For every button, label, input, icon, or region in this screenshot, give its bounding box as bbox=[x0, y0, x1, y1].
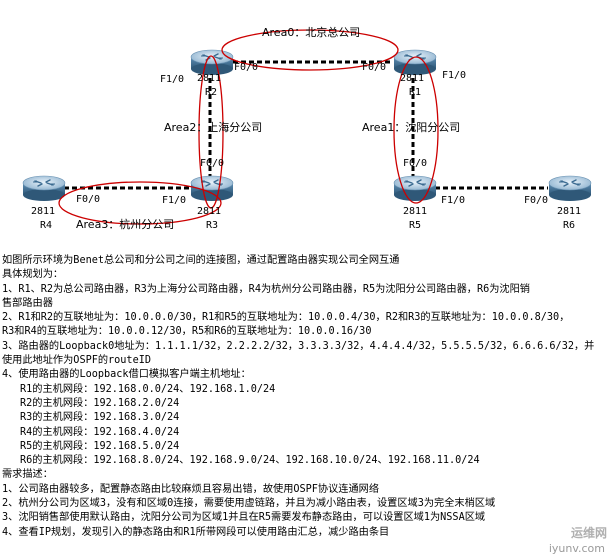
plan-item-2b: R3和R4的互联地址为：10.0.0.12/30，R5和R6的互联地址为：10.… bbox=[2, 326, 372, 338]
area-ellipses bbox=[58, 29, 439, 225]
requirement-2: 2、杭州分公司为区域3，没有和区域0连接，需要使用虚链路，并且为减小路由表，设置… bbox=[2, 498, 496, 510]
area0-ellipse bbox=[221, 29, 399, 71]
area1-label: Area1：沈阳分公司 bbox=[362, 120, 460, 134]
requirement-3: 3、沈阳销售部使用默认路由，沈阳分公司为区域1并且在R5需要发布静态路由，可以设… bbox=[2, 512, 486, 524]
r6-f00-label: F0/0 bbox=[524, 195, 548, 206]
r5-name: R5 bbox=[409, 220, 421, 231]
r1-model: 2811 bbox=[400, 73, 424, 84]
area2-ellipse bbox=[198, 55, 224, 209]
network-topology-diagram: 2811 R2 2811 R1 2811 R3 2811 R4 2811 R5 … bbox=[22, 25, 592, 231]
description-text: 如图所示环境为Benet总公司和分公司之间的连接图，通过配置路由器实现公司全网互… bbox=[2, 254, 610, 540]
plan-title: 具体规划为： bbox=[2, 269, 64, 281]
r5-model: 2811 bbox=[403, 206, 427, 217]
plan-item-1b: 售部路由器 bbox=[2, 297, 53, 309]
r4-f00-label: F0/0 bbox=[76, 194, 100, 205]
requirements-title: 需求描述： bbox=[2, 469, 53, 481]
host-net-r5: R5的主机网段：192.168.5.0/24 bbox=[20, 440, 180, 452]
r6-model: 2811 bbox=[557, 206, 581, 217]
r5-f00-label: F0/0 bbox=[403, 158, 427, 169]
r3-name: R3 bbox=[206, 220, 218, 231]
links bbox=[64, 60, 548, 190]
r2-model: 2811 bbox=[197, 73, 221, 84]
requirement-1: 1、公司路由器较多，配置静态路由比较麻烦且容易出错，故使用OSPF协议连通网络 bbox=[2, 483, 380, 495]
host-net-r1: R1的主机网段：192.168.0.0/24、192.168.1.0/24 bbox=[20, 383, 276, 395]
intro-line: 如图所示环境为Benet总公司和分公司之间的连接图，通过配置路由器实现公司全网互… bbox=[2, 255, 400, 266]
area2-label: Area2：上海分公司 bbox=[164, 120, 262, 134]
plan-item-4: 4、使用路由器的Loopback借口模拟客户端主机地址： bbox=[2, 369, 251, 381]
area0-label: Area0：北京总公司 bbox=[262, 25, 360, 39]
r2-name: R2 bbox=[205, 87, 217, 98]
r2-f10-label: F1/0 bbox=[160, 74, 184, 85]
host-net-r4: R4的主机网段：192.168.4.0/24 bbox=[20, 426, 180, 438]
area1-ellipse bbox=[393, 56, 439, 204]
r1-f10-label: F1/0 bbox=[442, 70, 466, 81]
r1-f00-label: F0/0 bbox=[362, 62, 386, 73]
plan-item-3b: 使用此地址作为OSPF的routeID bbox=[2, 355, 151, 367]
plan-item-2a: 2、R1和R2的互联地址为：10.0.0.0/30，R1和R5的互联地址为：10… bbox=[2, 312, 570, 324]
r3-model: 2811 bbox=[197, 206, 221, 217]
requirement-4: 4、查看IP规划，发现引入的静态路由和R1所带网段可以使用路由汇总，减少路由条目 bbox=[2, 526, 390, 538]
watermark-brand: 运维网 bbox=[570, 526, 607, 540]
r4-name: R4 bbox=[40, 220, 52, 231]
router-r4 bbox=[22, 175, 66, 202]
watermark-url: iyunv.com bbox=[548, 542, 605, 555]
area3-label: Area3：杭州分公司 bbox=[76, 217, 174, 231]
r3-f00-label: F0/0 bbox=[200, 158, 224, 169]
plan-item-3a: 3、路由器的Loopback0地址为：1.1.1.1/32，2.2.2.2/32… bbox=[2, 340, 595, 352]
host-net-r6: R6的主机网段：192.168.8.0/24、192.168.9.0/24、19… bbox=[20, 455, 480, 467]
r1-name: R1 bbox=[409, 87, 421, 98]
r4-model: 2811 bbox=[31, 206, 55, 217]
router-r2 bbox=[190, 49, 234, 76]
host-net-r2: R2的主机网段：192.168.2.0/24 bbox=[20, 397, 180, 409]
host-net-r3: R3的主机网段：192.168.3.0/24 bbox=[20, 412, 180, 424]
area3-ellipse bbox=[58, 181, 222, 225]
r6-name: R6 bbox=[563, 220, 575, 231]
r2-f00-label: F0/0 bbox=[234, 62, 258, 73]
plan-item-1a: 1、R1、R2为总公司路由器，R3为上海分公司路由器，R4为杭州分公司路由器，R… bbox=[2, 283, 530, 295]
r5-f10-label: F1/0 bbox=[441, 195, 465, 206]
router-r6 bbox=[548, 175, 592, 202]
r3-f10-label: F1/0 bbox=[162, 195, 186, 206]
